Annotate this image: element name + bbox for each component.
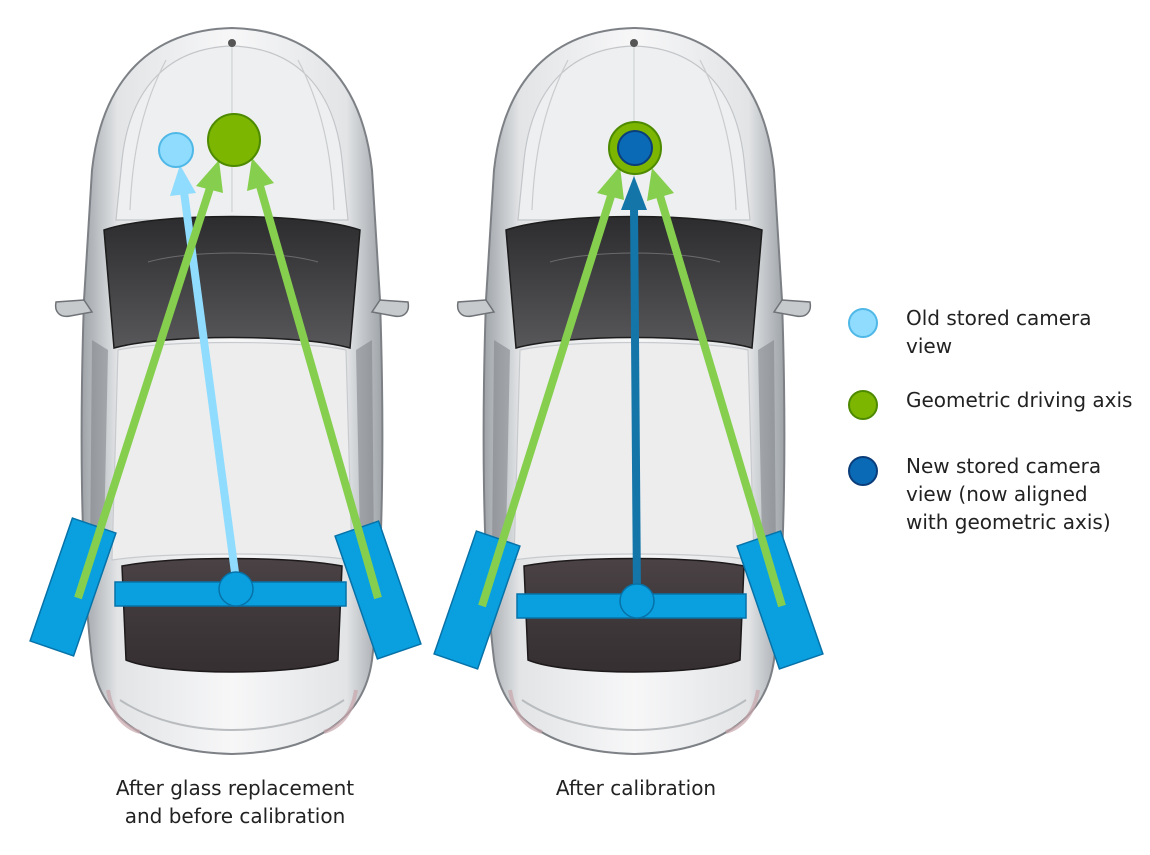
old-view-arrow: [170, 165, 240, 581]
new-camera-view-marker: [617, 130, 653, 166]
green-arrow-right: [247, 158, 382, 600]
car-left: [29, 26, 422, 756]
camera-pivot: [218, 571, 254, 607]
geometric-axis-marker: [207, 113, 261, 167]
green-arrow-right: [647, 168, 786, 608]
legend-item-old-camera-view: Old stored camera view: [848, 304, 1150, 360]
legend-swatch: [848, 390, 878, 420]
legend-label: New stored camera view (now aligned with…: [906, 454, 1111, 534]
legend-item-geometric-axis: Geometric driving axis: [848, 386, 1150, 420]
legend-label: Geometric driving axis: [906, 388, 1133, 412]
car-right: [433, 26, 824, 756]
caption-before-calibration: After glass replacement and before calib…: [115, 776, 355, 828]
legend-swatch: [848, 456, 878, 486]
old-camera-view-marker: [158, 132, 194, 168]
camera-pivot: [619, 583, 655, 619]
legend-label: Old stored camera view: [906, 306, 1092, 358]
green-arrow-left: [74, 160, 223, 600]
green-arrow-left: [478, 166, 624, 608]
legend-item-new-camera-view: New stored camera view (now aligned with…: [848, 452, 1150, 536]
caption-after-calibration: After calibration: [555, 776, 717, 800]
new-view-arrow: [621, 176, 647, 597]
legend-swatch: [848, 308, 878, 338]
